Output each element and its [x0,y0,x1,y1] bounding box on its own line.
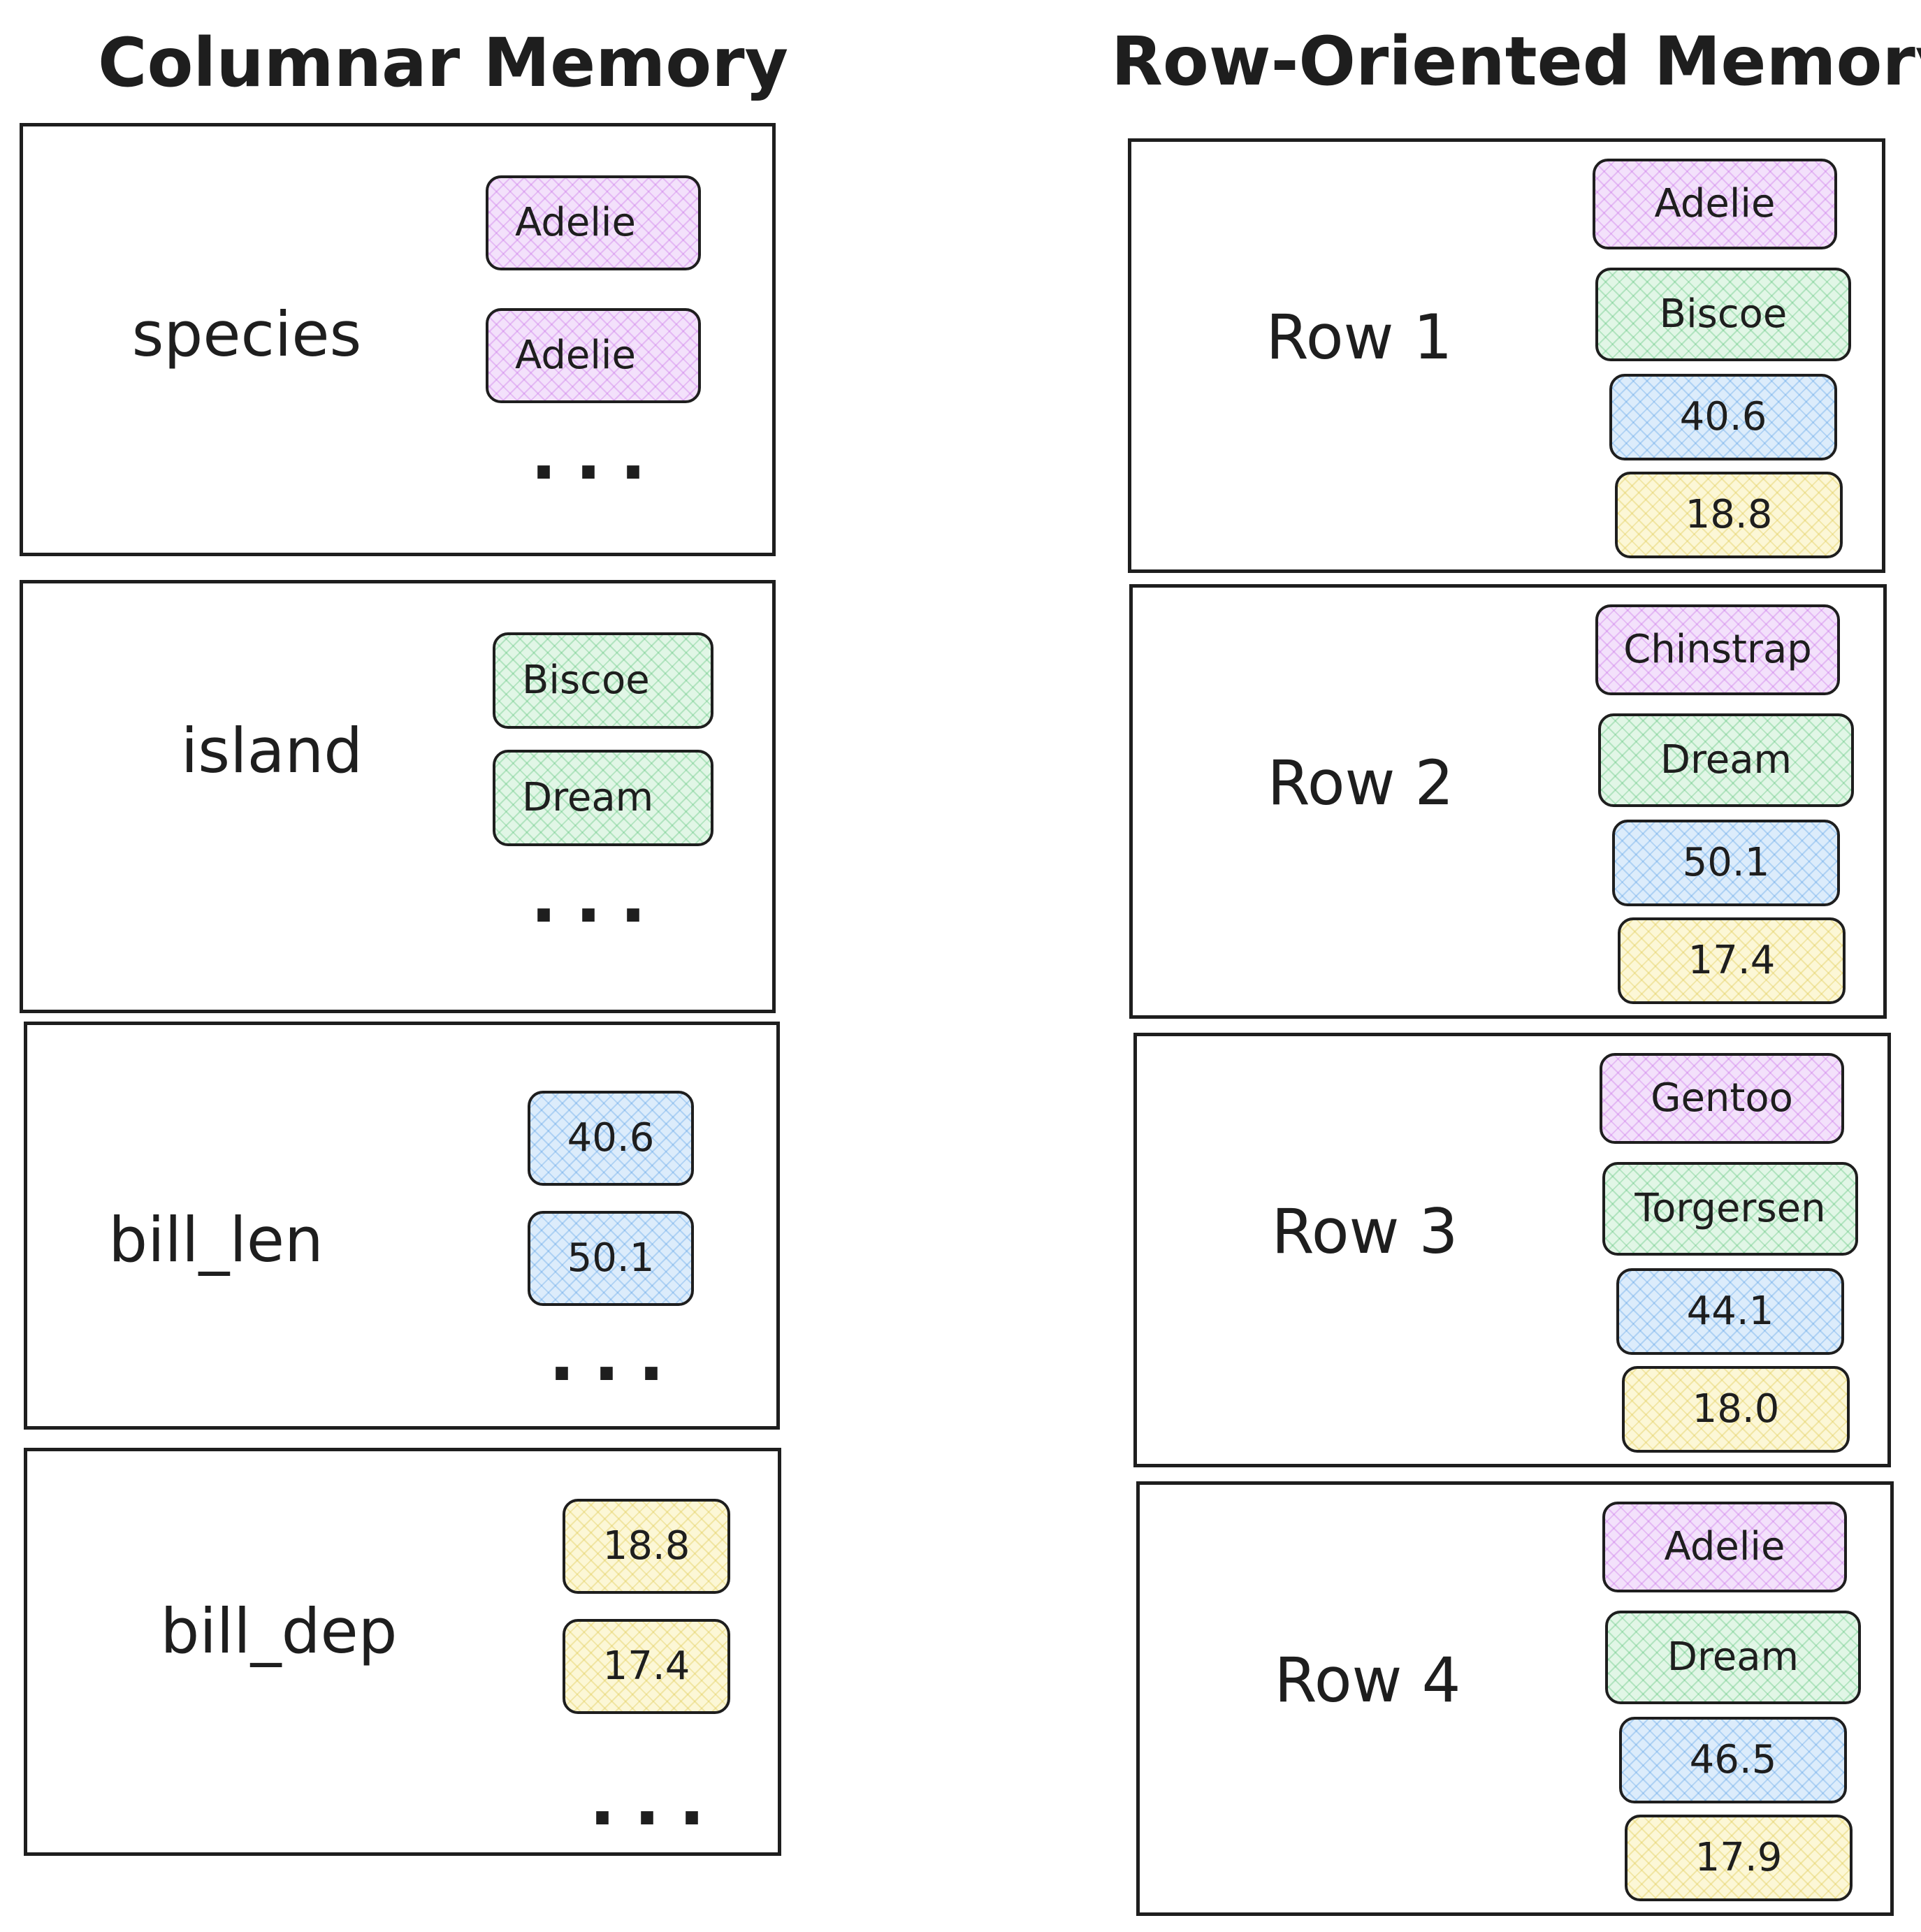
value-chip-species-1: Adelie [486,175,701,270]
value-text: Adelie [515,333,636,378]
value-text: Dream [1660,737,1792,783]
value-chip-bill-len-2: 50.1 [528,1211,694,1306]
value-text: 18.0 [1692,1386,1780,1432]
value-text: Chinstrap [1623,627,1812,672]
value-text: 17.4 [602,1643,690,1689]
value-text: Adelie [515,200,636,245]
value-text: 40.6 [567,1115,655,1161]
row-2-species-chip: Chinstrap [1595,604,1840,695]
row-2-bill-len-chip: 50.1 [1612,820,1840,906]
column-panel-species: species Adelie Adelie ... [20,123,776,556]
row-2-island-chip: Dream [1598,713,1854,807]
value-text: 17.4 [1688,938,1776,983]
column-panel-island: island Biscoe Dream ... [20,580,776,1013]
more-values-ellipsis: ... [530,857,665,938]
value-text: 50.1 [567,1235,655,1281]
value-chip-bill-len-1: 40.6 [528,1091,694,1186]
value-chip-bill-dep-2: 17.4 [563,1619,730,1714]
row-3-bill-dep-chip: 18.0 [1622,1366,1850,1453]
value-text: 18.8 [602,1523,690,1569]
value-text: 50.1 [1682,840,1770,885]
row-3-island-chip: Torgersen [1602,1162,1858,1256]
row-1-island-chip: Biscoe [1595,268,1851,361]
value-chip-island-2: Dream [493,750,713,846]
value-text: Biscoe [1659,291,1788,337]
row-4-species-chip: Adelie [1602,1502,1847,1592]
column-name-species: species [131,298,362,370]
row-panel-3: Row 3 Gentoo Torgersen 44.1 18.0 [1133,1033,1891,1467]
column-name-bill-len: bill_len [108,1204,324,1276]
more-values-ellipsis: ... [589,1759,723,1841]
row-3-bill-len-chip: 44.1 [1616,1268,1844,1355]
value-chip-species-2: Adelie [486,308,701,403]
row-1-bill-dep-chip: 18.8 [1615,472,1843,558]
row-1-bill-len-chip: 40.6 [1609,374,1837,460]
value-text: 40.6 [1679,394,1767,440]
row-4-bill-len-chip: 46.5 [1619,1717,1847,1803]
row-1-species-chip: Adelie [1593,159,1837,249]
columnar-memory-title: Columnar Memory [98,24,789,102]
row-label-3: Row 3 [1271,1196,1458,1268]
value-text: 44.1 [1686,1288,1774,1334]
row-oriented-memory-title: Row-Oriented Memory [1111,22,1921,101]
more-values-ellipsis: ... [549,1315,683,1397]
value-text: Adelie [1664,1524,1785,1569]
row-4-island-chip: Dream [1605,1611,1861,1704]
value-chip-bill-dep-1: 18.8 [563,1499,730,1594]
column-name-bill-dep: bill_dep [160,1595,398,1667]
value-text: 46.5 [1689,1737,1777,1782]
value-text: Biscoe [522,658,650,703]
value-chip-island-1: Biscoe [493,632,713,729]
value-text: Torgersen [1634,1186,1826,1231]
row-label-4: Row 4 [1274,1644,1461,1716]
row-label-2: Row 2 [1267,747,1454,819]
column-name-island: island [180,715,363,787]
row-panel-4: Row 4 Adelie Dream 46.5 17.9 [1136,1481,1894,1916]
value-text: 18.8 [1685,492,1773,537]
more-values-ellipsis: ... [530,414,665,495]
value-text: Adelie [1654,181,1776,226]
value-text: Dream [522,775,654,820]
row-panel-1: Row 1 Adelie Biscoe 40.6 18.8 [1128,138,1885,573]
value-text: Gentoo [1651,1075,1793,1121]
row-3-species-chip: Gentoo [1600,1053,1844,1144]
value-text: 17.9 [1695,1835,1783,1880]
row-4-bill-dep-chip: 17.9 [1625,1815,1853,1901]
row-2-bill-dep-chip: 17.4 [1618,917,1846,1004]
column-panel-bill-len: bill_len 40.6 50.1 ... [24,1022,780,1430]
column-panel-bill-dep: bill_dep 18.8 17.4 ... [24,1448,781,1856]
value-text: Dream [1667,1634,1799,1680]
row-label-1: Row 1 [1266,301,1453,373]
row-panel-2: Row 2 Chinstrap Dream 50.1 17.4 [1129,584,1887,1019]
